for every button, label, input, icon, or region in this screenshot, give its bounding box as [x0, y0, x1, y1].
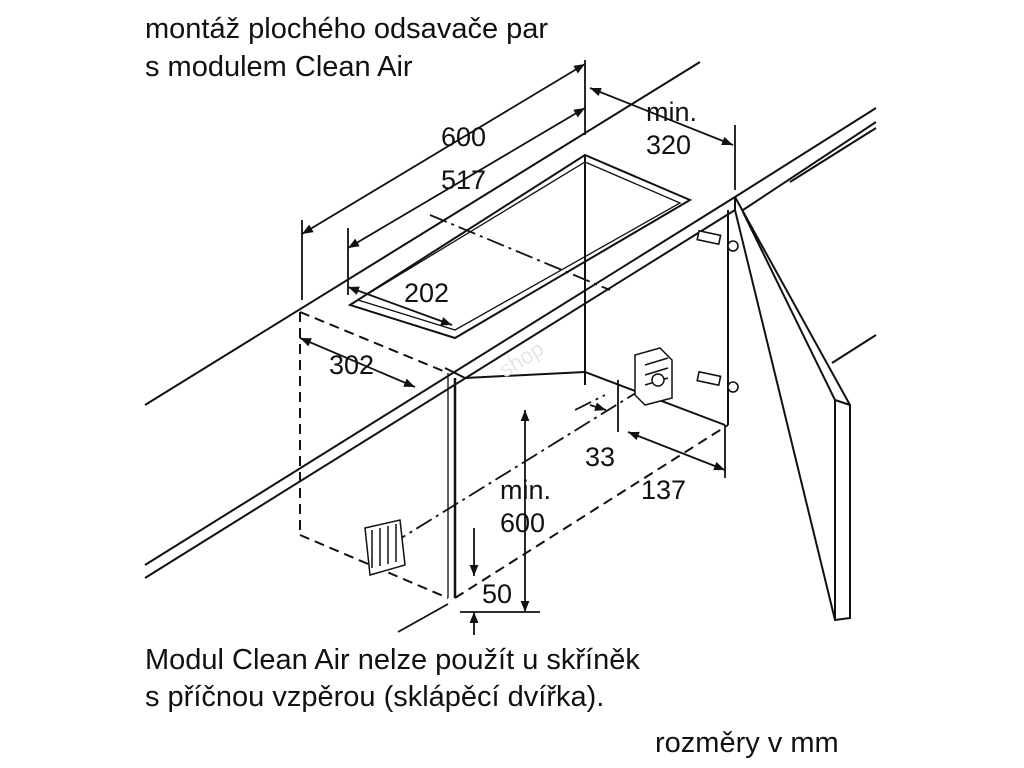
- clean-air-filter-icon: [364, 519, 406, 576]
- label-320-min: 320: [646, 130, 691, 160]
- label-137-offset: 137: [641, 475, 686, 505]
- hinge-icon: [696, 229, 739, 393]
- cabinet: [299, 210, 729, 599]
- note-line-1: Modul Clean Air nelze použít u skříněk: [145, 644, 640, 676]
- label-600-width: 600: [441, 122, 486, 152]
- dimension-33-offset: [589, 380, 619, 432]
- label-33-offset: 33: [585, 442, 615, 472]
- dimension-137-offset: [627, 425, 726, 478]
- dimension-202-depth: [347, 286, 453, 326]
- dimension-50-gap: [397, 528, 479, 635]
- label-50-gap: 50: [482, 579, 512, 609]
- title-line-1: montáž plochého odsavače par: [145, 13, 549, 45]
- label-517-width: 517: [441, 165, 486, 195]
- cabinet-door: [734, 196, 851, 622]
- note-line-2: s příčnou vzpěrou (sklápěcí dvířka).: [145, 681, 605, 713]
- dimension-517-width: [347, 107, 586, 295]
- dimension-302-depth: [299, 337, 416, 388]
- label-min-top: min.: [646, 97, 697, 127]
- label-min-height: min.: [500, 475, 551, 505]
- label-302-depth: 302: [329, 350, 374, 380]
- label-202-depth: 202: [404, 278, 449, 308]
- units-label: rozměry v mm: [655, 727, 839, 759]
- label-600-height: 600: [500, 508, 545, 538]
- dimension-320-min: [589, 87, 736, 190]
- clean-air-module-icon: [634, 347, 673, 406]
